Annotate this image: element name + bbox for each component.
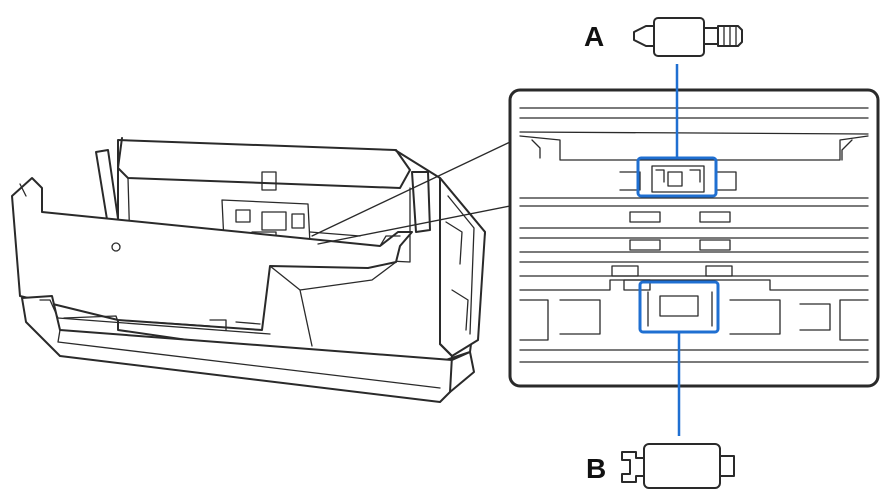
magnified-inset — [508, 88, 880, 388]
scanner-body — [11, 137, 486, 403]
callout-letter-b: B — [586, 453, 606, 484]
separation-roller-icon — [621, 443, 735, 489]
zoom-line-upper — [311, 141, 511, 237]
pickup-roller-icon — [633, 17, 743, 57]
zoom-line-lower — [317, 205, 511, 245]
callout-letter-a: A — [584, 21, 604, 52]
